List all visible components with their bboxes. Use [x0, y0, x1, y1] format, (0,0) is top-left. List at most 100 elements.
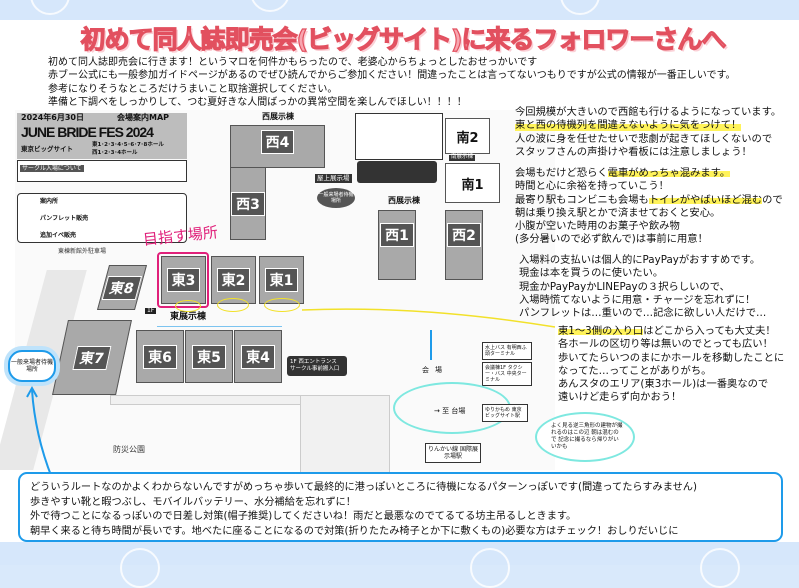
entrance-mark	[217, 298, 249, 312]
park-label: 防災公園	[113, 445, 145, 454]
east-building-label: 東展示棟	[170, 312, 207, 322]
hall-label: 西1	[380, 223, 414, 247]
halls-west: 西1･2･3･4ホール	[92, 150, 138, 156]
yurikamome-label: ゆりかもめ 東京ビッグサイト駅	[485, 407, 522, 419]
hall-e5: 東5	[185, 330, 233, 383]
page-title: 初めて同人誌即売会(ビッグサイト)に来るフォロワーさんへ	[80, 24, 727, 54]
waiting-area-label: 一般来場者待機場所	[10, 359, 53, 373]
note-line: 現金かPayPayかLINEPayの３択らしいので、	[519, 280, 730, 293]
bottom-line: 歩きやすい靴と暇つぶし、モバイルバッテリー、水分補給を忘れずに！	[30, 496, 356, 508]
hall-s2: 南2	[445, 118, 490, 154]
note-line: 入場時慌てないように用意・チャージを忘れずに！	[519, 293, 756, 306]
hall-label: 西2	[447, 223, 481, 247]
note-text: はどこから入っても大丈夫！	[643, 325, 776, 337]
note-east-entrance: 東1〜3側の入り口はどこから入っても大丈夫！ 各ホールの区切り等は無いのでとって…	[558, 325, 784, 405]
taxi-label: 会議棟1F タクシー・バス 中央ターミナル	[485, 365, 527, 383]
roof-label: 屋上展示場	[315, 174, 352, 183]
intro-line: 準備と下調べをしっかりして、つむ夏好きな人間ばっかの異常空間を楽しんでほしい！！…	[48, 96, 467, 108]
note-line: (多分暑いので必ず飲んで)は事前に用意！	[515, 233, 708, 246]
bottom-band	[0, 542, 799, 565]
intro-text: 初めて同人誌即売会に行きます！というマロを何件かもらったので、老婆心からちょっと…	[48, 56, 736, 109]
water-bus-label: 水上バス 有明西ふ頭ターミナル	[485, 345, 527, 357]
bottom-line: 外で待つことになるっぽいので日差し対策(帽子推奨)してくださいね！雨だと最悪なの…	[30, 511, 577, 522]
hall-label: 東8	[101, 275, 143, 300]
legend-info: 案内所	[40, 198, 59, 205]
yellow-pointer-line	[301, 308, 556, 328]
hall-s1: 南1	[445, 163, 500, 203]
bubble-text: よく見る逆三角形の建物が撮れるのはこの辺 朝は混むので 記念に撮るなら帰りがいい…	[551, 423, 623, 450]
note-text: 会場もだけど恐らく	[515, 167, 608, 179]
note-line-highlight: 東と西の待機列を間違えないように気をつけて！	[515, 119, 742, 133]
note-line: 各ホールの区切り等は無いのでとっても広い！	[558, 338, 773, 351]
parking-label: 東棟新館外駐車場	[58, 248, 107, 255]
note-line: 今回規模が大きいので西館も行けるようになっています。	[515, 106, 782, 118]
road	[300, 395, 390, 475]
bottom-notes: どういうルートなのかよくわからないんですがめっちゃ歩いて最終的に港っぽいところに…	[18, 472, 783, 542]
map-header: 2024年6月30日 会場案内MAP JUNE BRIDE FES 2024 東…	[17, 113, 187, 159]
notice-dark-box	[357, 161, 437, 183]
venue-name: 東京ビッグサイト	[21, 145, 73, 153]
intro-line: 赤ブー公式にも一般参加ガイドページがあるのでぜひ読んでからご参加ください！間違っ…	[48, 70, 736, 82]
hall-label: 東7	[72, 345, 112, 370]
legend-pamphlet: パンフレット販売	[40, 215, 89, 222]
note-line: 人の波に身を任せたせいで悲劇が起きてほしくないので	[515, 132, 773, 145]
halls-east: 東1･2･3･4･5･6･7･8ホール	[92, 142, 164, 148]
note-line: 遠いけど走らず向かおう！	[558, 391, 682, 404]
note-west-halls: 今回規模が大きいので西館も行けるようになっています。 東と西の待機列を間違えない…	[515, 106, 781, 159]
note-line: なってた…ってことがありがち。	[558, 364, 712, 377]
note-line: パンフレットは…重いので…記念に欲しい人だけで…	[519, 307, 767, 320]
note-line: 朝は乗り換え駅とかで済ませておくと安心。	[515, 206, 721, 219]
hall-e1: 東1	[259, 256, 304, 304]
hall-w1: 西1	[378, 210, 416, 280]
hall-w2: 西2	[445, 210, 483, 280]
blue-route-arrow	[430, 330, 432, 360]
entrance-1f-label: 1F 西エントランス サークル事前搬入口	[290, 359, 340, 372]
bottom-line: どういうルートなのかよくわからないんですがめっちゃ歩いて最終的に港っぽいところに…	[30, 482, 697, 493]
note-highlight: 東1〜3側の入り口	[558, 325, 644, 337]
taxi-box: 会議棟1F タクシー・バス 中央ターミナル	[482, 362, 532, 386]
yurikamome-box: ゆりかもめ 東京ビッグサイト駅	[482, 404, 528, 422]
map-label: 会場案内MAP	[117, 113, 170, 122]
note-highlight: トイレがやばいほど混む	[648, 193, 763, 206]
circle-entry-label: サークル入場について	[20, 165, 84, 172]
route-arrow	[26, 385, 53, 479]
note-line: スタッフさんの声掛けや看板には注意しましょう！	[515, 145, 752, 158]
legend-event-sales: 追加イベ販売	[40, 232, 77, 239]
note-line: あんスタのエリア(東3ホール)は一番奥なので	[558, 378, 769, 391]
west-waiting-area: 一般来場者待機場所	[317, 188, 355, 208]
note-text: 最寄り駅もコンビニも会場も	[515, 193, 649, 206]
floor-badge: 1F	[145, 307, 157, 314]
rinkai-box: りんかい線 国際展示場駅	[425, 443, 481, 463]
west-building-label: 西展示棟	[262, 112, 294, 121]
notice-box	[355, 113, 443, 160]
hall-label: 南2	[456, 130, 479, 146]
heart-decoration	[120, 548, 160, 588]
heart-decoration	[470, 548, 510, 588]
to-daiba: → 至 台場	[434, 407, 466, 415]
entrance-1f-box: 1F 西エントランス サークル事前搬入口	[287, 356, 347, 376]
corridor-line	[157, 326, 282, 327]
hall-e6: 東6	[136, 330, 184, 383]
west-waiting-label: 一般来場者待機場所	[318, 192, 354, 204]
entrance-mark	[175, 300, 201, 312]
bottom-line: 朝早く来ると待ち時間が長いです。地べたに座ることになるので対策(折りたたみ椅子と…	[30, 525, 679, 537]
hall-e3: 東3	[161, 256, 206, 304]
water-bus-box: 水上バス 有明西ふ頭ターミナル	[482, 342, 532, 360]
venue-word: 会場	[422, 366, 448, 374]
hall-label: 東1	[264, 268, 299, 292]
hall-label: 西3	[231, 191, 265, 216]
hall-label: 東5	[192, 344, 226, 369]
hall-w4: 西4	[230, 125, 325, 168]
event-name: JUNE BRIDE FES 2024	[21, 124, 154, 140]
hall-label: 東4	[241, 344, 275, 369]
waiting-area-marker: 一般来場者待機場所	[8, 350, 56, 382]
circle-entry-box: サークル入場について	[17, 160, 187, 182]
note-line: 小腹が空いた時用のお菓子や飲み物	[515, 220, 680, 233]
intro-line: 初めて同人誌即売会に行きます！というマロを何件かもらったので、老婆心からちょっと…	[48, 57, 538, 68]
top-band	[0, 0, 799, 22]
note-trains: 会場もだけど恐らく電車がめっちゃ混みます。 時間と心に余裕を持っていこう！ 最寄…	[515, 167, 783, 247]
heart-decoration	[700, 548, 740, 588]
hall-label: 西4	[260, 130, 295, 154]
note-highlight: 電車がめっちゃ混みます。	[607, 167, 731, 179]
west-building-label-2: 西展示棟	[388, 196, 420, 205]
